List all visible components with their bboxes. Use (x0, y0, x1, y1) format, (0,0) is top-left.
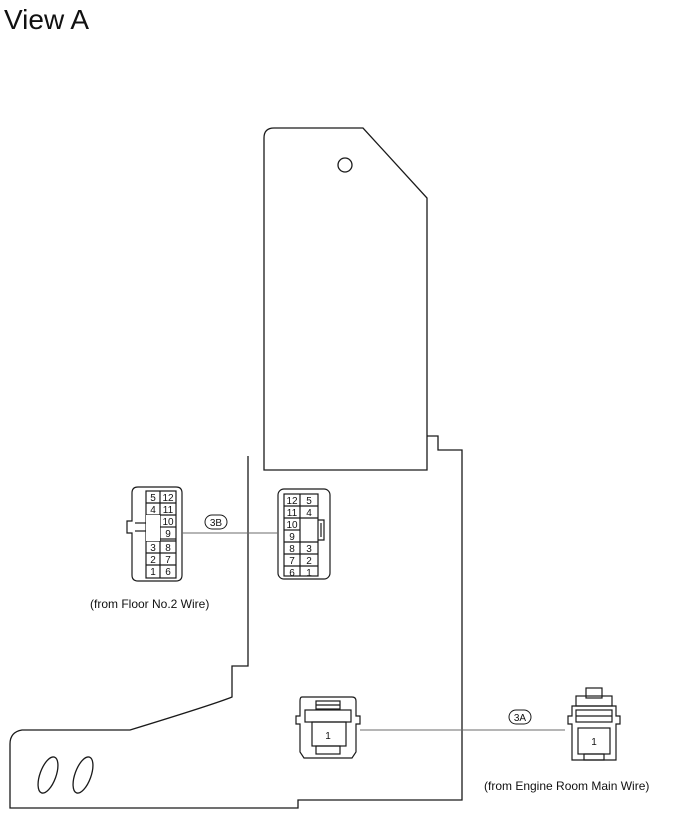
bracket-outline (9, 127, 463, 809)
pin-label: 6 (289, 568, 295, 579)
caption-3a: (from Engine Room Main Wire) (484, 779, 649, 793)
connector-3b-harness (126, 486, 183, 582)
pin-label: 10 (162, 517, 174, 528)
pin-label: 8 (289, 544, 295, 555)
connector-3a-block (295, 696, 361, 759)
pin-label: 2 (306, 556, 312, 567)
pin-label: 10 (286, 520, 298, 531)
connector-3a-block-pin: 1 (325, 731, 331, 742)
pin-label: 5 (306, 496, 312, 507)
connector-3a-harness (567, 687, 621, 761)
svg-text:3A: 3A (514, 713, 527, 724)
svg-text:3B: 3B (210, 518, 223, 529)
pin-label: 1 (306, 568, 312, 579)
pin-label: 4 (306, 508, 312, 519)
pin-label: 12 (162, 493, 174, 504)
tag-3a: 3A (508, 709, 532, 725)
slot-right (72, 756, 94, 794)
slot-left (37, 756, 59, 794)
pin-label: 7 (165, 555, 171, 566)
pin-label: 7 (289, 556, 295, 567)
pin-label: 3 (150, 543, 156, 554)
pin-label: 11 (163, 505, 174, 516)
pin-label: 3 (306, 544, 312, 555)
pin-label: 9 (289, 532, 295, 543)
connector-3b-block (277, 488, 331, 580)
caption-3b: (from Floor No.2 Wire) (90, 597, 209, 611)
pin-label: 9 (165, 529, 171, 540)
pin-label: 1 (150, 567, 156, 578)
pin-label: 8 (165, 543, 171, 554)
pin-label: 4 (150, 505, 156, 516)
pin-label: 6 (165, 567, 171, 578)
connector-3a-harness-pin: 1 (591, 737, 597, 748)
pin-label: 2 (150, 555, 156, 566)
pin-label: 12 (286, 496, 298, 507)
mounting-hole (337, 157, 353, 173)
view-title: View A (4, 4, 90, 35)
pin-label: 11 (287, 508, 298, 519)
tag-3b: 3B (204, 514, 228, 530)
pin-label: 5 (150, 493, 156, 504)
